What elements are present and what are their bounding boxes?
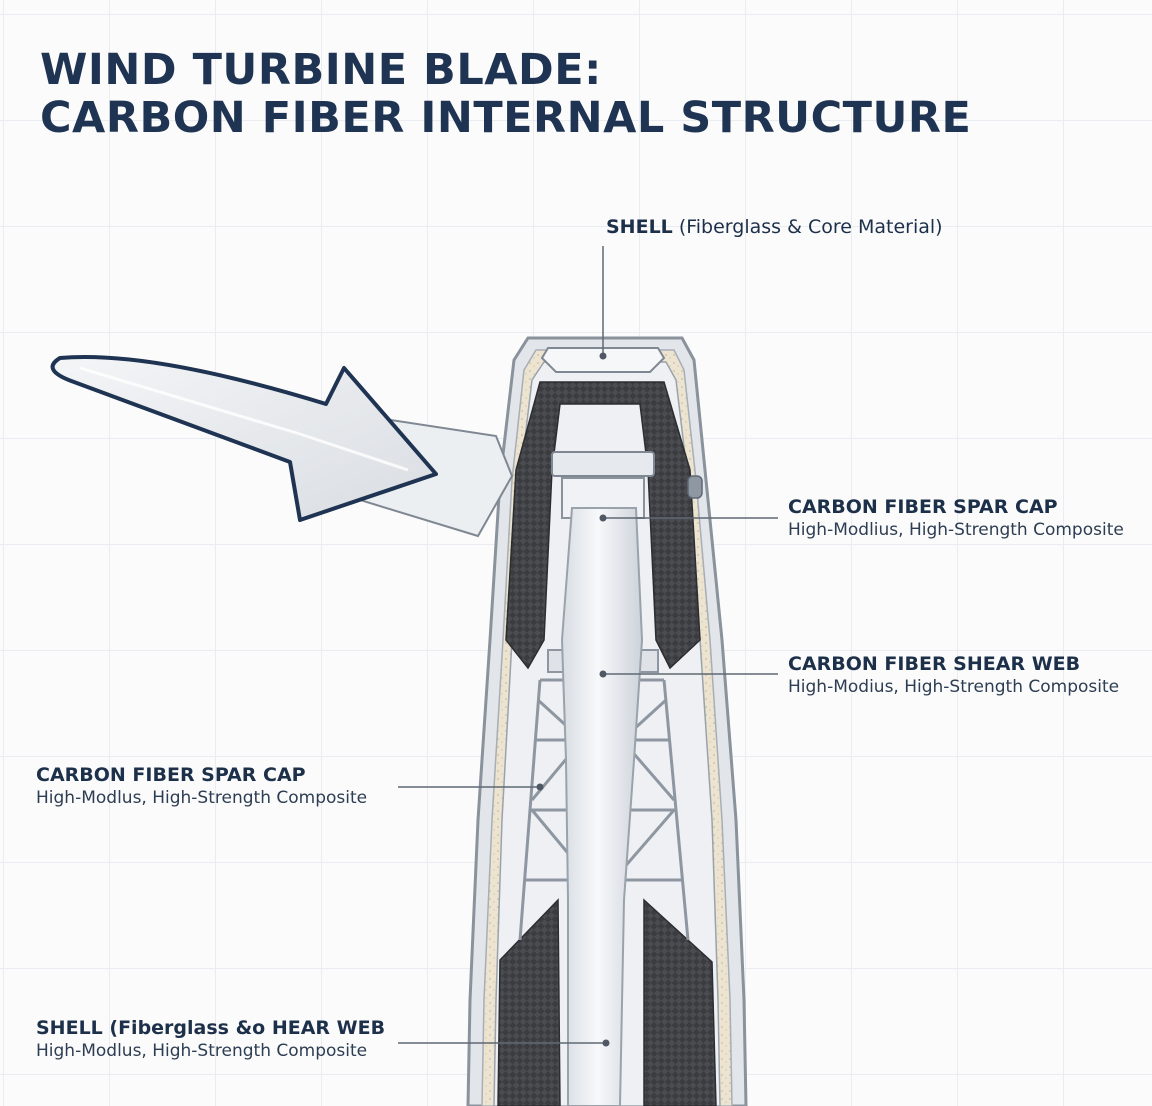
label-spar-cap-left-sub: High-Modlus, High-Strength Composite [36,788,368,808]
title-line-2: CARBON FIBER INTERNAL STRUCTURE [40,93,972,143]
leader-dot-shear-web [599,670,607,678]
label-shear-web-right-sub: High-Modius, High-Strength Composite [788,677,1120,697]
leader-dot-spar-cap-right [599,514,607,522]
leader-dot-spar-cap-left [536,783,544,791]
label-spar-cap-left: CARBON FIBER SPAR CAP High-Modlus, High-… [36,764,367,809]
spar-top-plate [551,451,655,477]
carbon-spar-cap-lower-right [643,898,717,1106]
label-shell-top-bold: SHELL [606,216,673,238]
blade-arrow-highlight [79,366,409,472]
label-spar-cap-right: CARBON FIBER SPAR CAP High-Modlius, High… [788,496,1124,541]
label-spar-cap-right-heading: CARBON FIBER SPAR CAP [788,496,1058,518]
shell-side-bolt [687,475,703,499]
leader-dot-shell [599,352,607,360]
label-shear-web-right: CARBON FIBER SHEAR WEB High-Modius, High… [788,653,1119,698]
leader-lines [398,246,778,1044]
title-line-1: WIND TURBINE BLADE: [40,45,602,95]
central-spar [560,507,644,1106]
leader-dot-shell-bottom [602,1039,610,1047]
carbon-spar-cap-lower-left [497,898,561,1106]
label-shell-bottom-sub: High-Modlus, High-Strength Composite [36,1041,368,1061]
label-shell-top: SHELL (Fiberglass & Core Material) [606,216,943,238]
label-spar-cap-left-heading: CARBON FIBER SPAR CAP [36,764,306,786]
label-shell-bottom: SHELL (Fiberglass &o HEAR WEB High-Modlu… [36,1017,385,1062]
label-shell-top-rest: (Fiberglass & Core Material) [672,216,943,238]
label-shell-bottom-heading: SHELL (Fiberglass &o HEAR WEB [36,1017,386,1039]
label-spar-cap-right-sub: High-Modlius, High-Strength Composite [788,520,1124,540]
shell-tip-window [540,347,666,373]
blade-arrow [50,354,438,522]
label-shear-web-right-heading: CARBON FIBER SHEAR WEB [788,653,1081,675]
diagram-title: WIND TURBINE BLADE: CARBON FIBER INTERNA… [40,46,971,142]
